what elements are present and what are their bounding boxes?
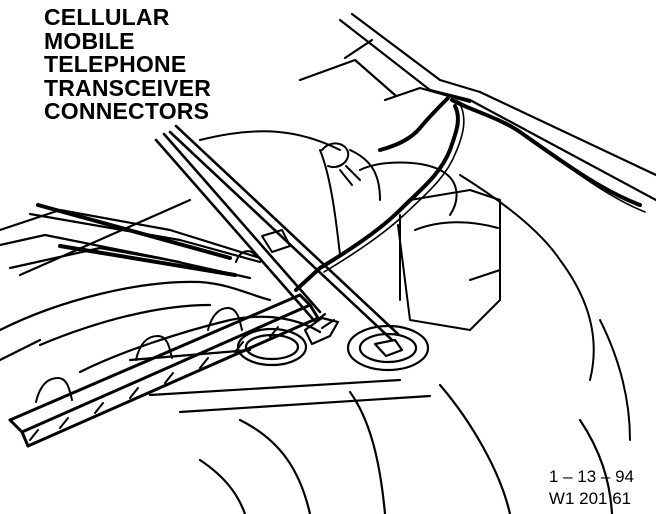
callout-line: CONNECTORS [44, 98, 210, 124]
callout-line: MOBILE [44, 27, 135, 54]
left-trim-strip [36, 203, 237, 277]
trunk-outline [199, 130, 631, 441]
callout-line: TELEPHONE [44, 51, 187, 77]
figure-code: W1 201 61 [548, 489, 632, 508]
figure-date: 1 – 13 – 94 [548, 467, 634, 486]
rail-bumps [29, 307, 279, 441]
connector-left [236, 312, 340, 367]
connectors-callout-label: CELLULAR MOBILE TELEPHONE TRANSCEIVER CO… [44, 4, 212, 124]
side-molding [0, 280, 322, 374]
connector-right [346, 324, 430, 372]
callout-leader-lines [154, 124, 400, 342]
left-body-panels [0, 198, 262, 362]
wiring-harness [294, 96, 642, 292]
reservoir-body [359, 161, 501, 331]
rear-window-frame [298, 12, 656, 202]
figure-identifier: 1 – 13 – 94 W1 201 61 [549, 466, 634, 510]
callout-line: CELLULAR [44, 4, 170, 30]
harness-clips [235, 142, 361, 263]
callout-line: TRANSCEIVER [44, 74, 212, 101]
floor-pan [128, 348, 614, 514]
